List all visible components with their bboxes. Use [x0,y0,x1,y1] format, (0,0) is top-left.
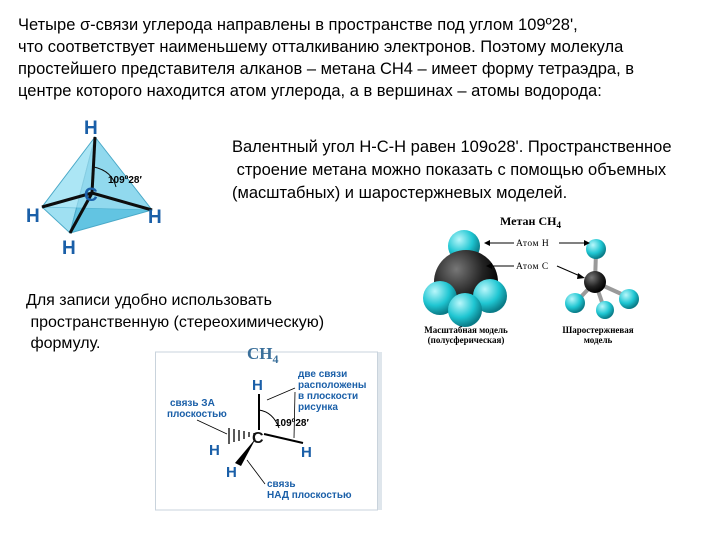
bond-line [41,191,93,209]
valence-paragraph: Валентный угол Н-С-Н равен 109о28'. Прос… [232,136,672,205]
figure-frame-edge [378,352,382,510]
tetrahedron-face-back [41,136,153,211]
atom-h-left: H [26,206,40,227]
atom-c-pointer-label: Атом С [516,262,549,272]
methane-models-figure: Метан CH4 Атом Н Атом С Масштабная модел… [423,214,639,345]
angle-label: 109º28′ [275,418,309,429]
arrow-icon [486,263,492,269]
atom-c: C [252,430,264,447]
atom-h-right: H [301,444,312,461]
svg-text:плоскостью: плоскостью [167,409,227,420]
bond-behind-plane [228,428,255,444]
note-line: Для записи удобно использовать [26,292,272,309]
models-title: Метан CH4 [500,214,561,230]
bond-line [91,191,153,212]
angle-arc [93,166,117,188]
ball-and-stick-model [565,239,639,319]
intro-line: что соответствует наименьшему отталкиван… [18,38,624,56]
arrow-icon [577,273,585,279]
valence-line: Валентный угол Н-С-Н равен 109о28'. Прос… [232,138,672,156]
atom-h-top: H [84,118,98,139]
atom-h-bottom: H [62,238,76,259]
angle-label: 109º28′ [108,175,142,186]
scale-model-caption: Масштабная модель [424,325,508,335]
bond-front-wedge [235,438,256,466]
tetrahedron-figure: H C H H H 109º28′ [26,118,162,259]
valence-line: (масштабных) и шаростержневых моделей. [232,184,568,202]
valence-line: строение метана можно показать с помощью… [232,161,667,179]
annotation-front-plane: связь НАД плоскостью [246,459,352,501]
arrow-icon [484,240,490,246]
space-filling-model [423,230,507,327]
note-paragraph: Для записи удобно использовать пространс… [26,290,324,355]
atom-h-pointer-label: Атом Н [516,239,549,249]
intro-paragraph: Четыре σ-связи углерода направлены в про… [18,14,634,102]
atom-c-center: C [84,185,98,206]
intro-line: простейшего представителя алканов – мета… [18,60,635,78]
ball-model-caption: Шаростержневая [562,325,633,335]
annotation-behind-plane: связь ЗА плоскостью [167,398,227,435]
annotation-in-plane: две связи расположены в плоскости рисунк… [266,369,366,439]
ball-model-caption: модель [584,335,613,345]
intro-line: центре которого находится атом углерода,… [18,82,602,100]
svg-text:рисунка: рисунка [298,402,338,413]
atom-h-top: H [252,377,263,394]
svg-text:две связи: две связи [298,369,347,380]
bond-line [68,192,94,234]
angle-arc [258,409,280,429]
stereo-title: CH4 [247,344,279,366]
intro-line: Четыре σ-связи углерода направлены в про… [18,16,578,34]
svg-text:связь ЗА: связь ЗА [170,398,215,409]
svg-text:НАД плоскостью: НАД плоскостью [267,490,352,501]
atom-h-left: H [209,442,220,459]
svg-text:расположены: расположены [298,380,366,391]
note-line: формулу. [26,335,101,352]
figure-frame [155,351,378,511]
atom-h-bottom: H [226,464,237,481]
scale-model-caption: (полусферическая) [428,335,505,345]
atom-c-pointer [556,265,581,277]
atom-h-right: H [148,207,162,228]
svg-text:в плоскости: в плоскости [298,391,358,402]
stereo-formula-figure: CH4 C H H H H 109º28′ две связи располож… [155,344,382,511]
note-line: пространственную (стереохимическую) [26,313,325,331]
bond-line [90,136,97,194]
svg-text:связь: связь [267,479,296,490]
arrow-icon [584,240,590,246]
bond-in-plane [263,433,304,444]
